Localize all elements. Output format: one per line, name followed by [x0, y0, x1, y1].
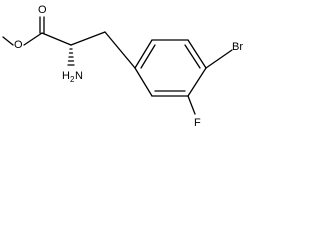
- ring-bond-6: [134, 67, 153, 97]
- bond-ring-to-fluorine: [187, 95, 196, 115]
- bond-ester-oxygen-to-methyl: [2, 36, 14, 46]
- bond-alpha-to-beta-carbon: [70, 31, 106, 46]
- ester-oxygen-label: O: [14, 39, 23, 51]
- ring-bond-3-inner: [184, 44, 201, 69]
- amine-hydrogen-label: H: [62, 70, 70, 82]
- amine-hydrogen-count: 2: [70, 75, 75, 84]
- bond-carbonyl-to-ester-oxygen: [23, 32, 43, 46]
- bond-alpha-to-nitrogen-hashed: [67, 48, 75, 66]
- structure-diagram: O O H 2 N Br F: [2, 4, 243, 129]
- ring-bond-4: [187, 67, 207, 97]
- ring-bond-1: [134, 39, 153, 69]
- bond-beta-carbon-to-ring: [104, 31, 136, 69]
- bond-ring-to-bromine: [205, 49, 233, 69]
- bond-carbonyl-to-alpha-carbon: [41, 32, 72, 46]
- amine-nitrogen-label: N: [75, 70, 83, 82]
- carbonyl-oxygen-label: O: [38, 4, 47, 16]
- ring-bond-3: [187, 39, 207, 69]
- ring-bond-1-inner: [140, 44, 156, 69]
- fluorine-label: F: [194, 117, 201, 129]
- bromine-label: Br: [232, 41, 243, 53]
